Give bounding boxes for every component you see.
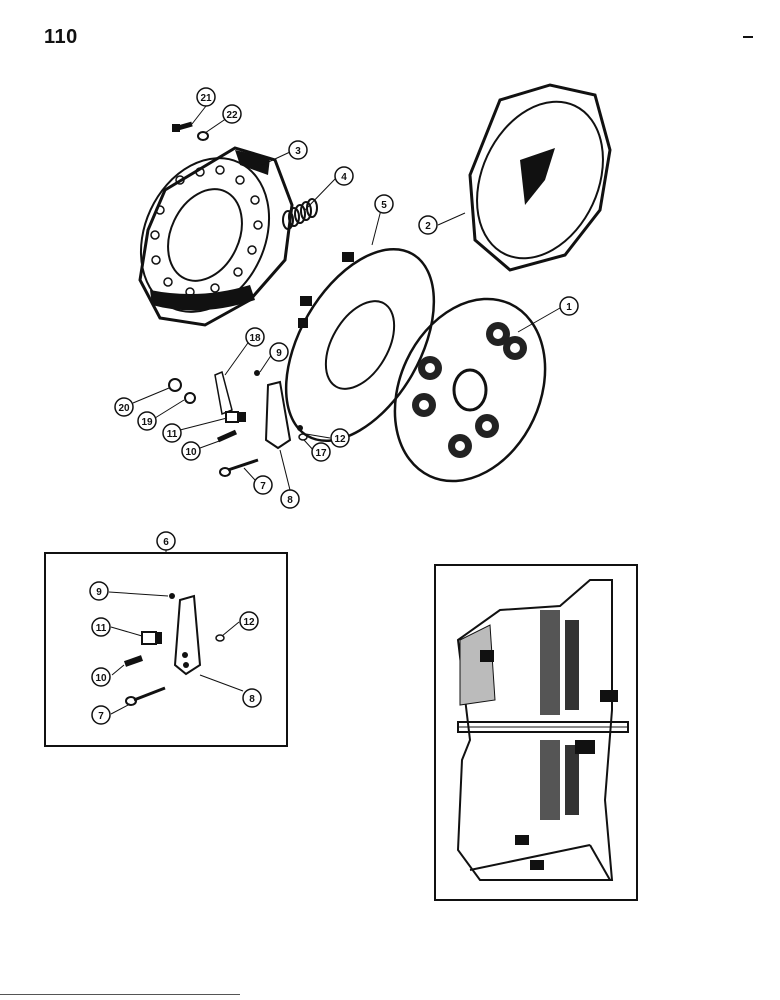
- lever-assembly: [168, 370, 308, 477]
- callout-11-label: 11: [167, 429, 178, 440]
- callout-8: 8: [280, 489, 300, 509]
- inset-callout-8: 8: [242, 688, 262, 708]
- callout-19-label: 19: [141, 417, 153, 428]
- callout-22: 22: [222, 104, 242, 124]
- callout-7-label: 7: [260, 481, 266, 492]
- inset-callout-11: 11: [91, 617, 111, 637]
- callout-4: 4: [334, 166, 354, 186]
- callout-1-label: 1: [566, 302, 572, 313]
- flywheel-ring: [468, 83, 612, 272]
- corner-dash: [743, 36, 753, 38]
- inset-callout-7-label: 7: [98, 711, 104, 722]
- callout-18: 18: [245, 327, 265, 347]
- callout-21: 21: [196, 87, 216, 107]
- cross-section-view: [434, 564, 638, 901]
- inset-box: [44, 550, 288, 747]
- inset-callout-9-label: 9: [96, 587, 102, 598]
- callout-12-label: 12: [334, 434, 346, 445]
- inset-callout-11-label: 11: [96, 623, 107, 634]
- inset-callout-12: 12: [239, 611, 259, 631]
- callout-10-label: 10: [185, 447, 197, 458]
- callout-5: 5: [374, 194, 394, 214]
- bottom-rule: [0, 994, 240, 995]
- bolt-and-washer: [172, 121, 209, 141]
- inset-callout-9: 9: [89, 581, 109, 601]
- pressure-plate-cover: [138, 146, 294, 327]
- callout-18-label: 18: [249, 333, 261, 344]
- callout-8-label: 8: [287, 495, 293, 506]
- callout-2: 2: [418, 215, 438, 235]
- callout-11: 11: [162, 423, 182, 443]
- callout-9: 9: [269, 342, 289, 362]
- page-number: 110: [44, 26, 78, 48]
- inset-callout-8-label: 8: [249, 694, 255, 705]
- inset-callout-10-label: 10: [95, 673, 107, 684]
- callout-20: 20: [114, 397, 134, 417]
- callout-5-label: 5: [381, 200, 387, 211]
- callout-1: 1: [559, 296, 579, 316]
- callout-4-label: 4: [341, 172, 347, 183]
- callout-9-label: 9: [276, 348, 282, 359]
- inset-callout-12-label: 12: [243, 617, 255, 628]
- leader-lines: [132, 105, 561, 491]
- pressure-plate-disc: [284, 247, 436, 443]
- inset-callout-7: 7: [91, 705, 111, 725]
- callouts: 21 22 3 4 5 2 1 18 9 20 19 11 12 17 10 7…: [89, 87, 579, 725]
- callout-7: 7: [253, 475, 273, 495]
- callout-21-label: 21: [200, 93, 212, 104]
- callout-20-label: 20: [118, 403, 130, 414]
- callout-3: 3: [288, 140, 308, 160]
- inset-callout-6: 6: [156, 531, 176, 551]
- inset-callout-6-label: 6: [163, 537, 169, 548]
- callout-3-label: 3: [295, 146, 301, 157]
- inset-callout-10: 10: [91, 667, 111, 687]
- callout-19: 19: [137, 411, 157, 431]
- callout-2-label: 2: [425, 221, 431, 232]
- callout-22-label: 22: [226, 110, 238, 121]
- clutch-disc: [393, 297, 547, 483]
- callout-10: 10: [181, 441, 201, 461]
- callout-12: 12: [330, 428, 350, 448]
- callout-17-label: 17: [315, 448, 327, 459]
- spring: [282, 198, 318, 230]
- callout-17: 17: [311, 442, 331, 462]
